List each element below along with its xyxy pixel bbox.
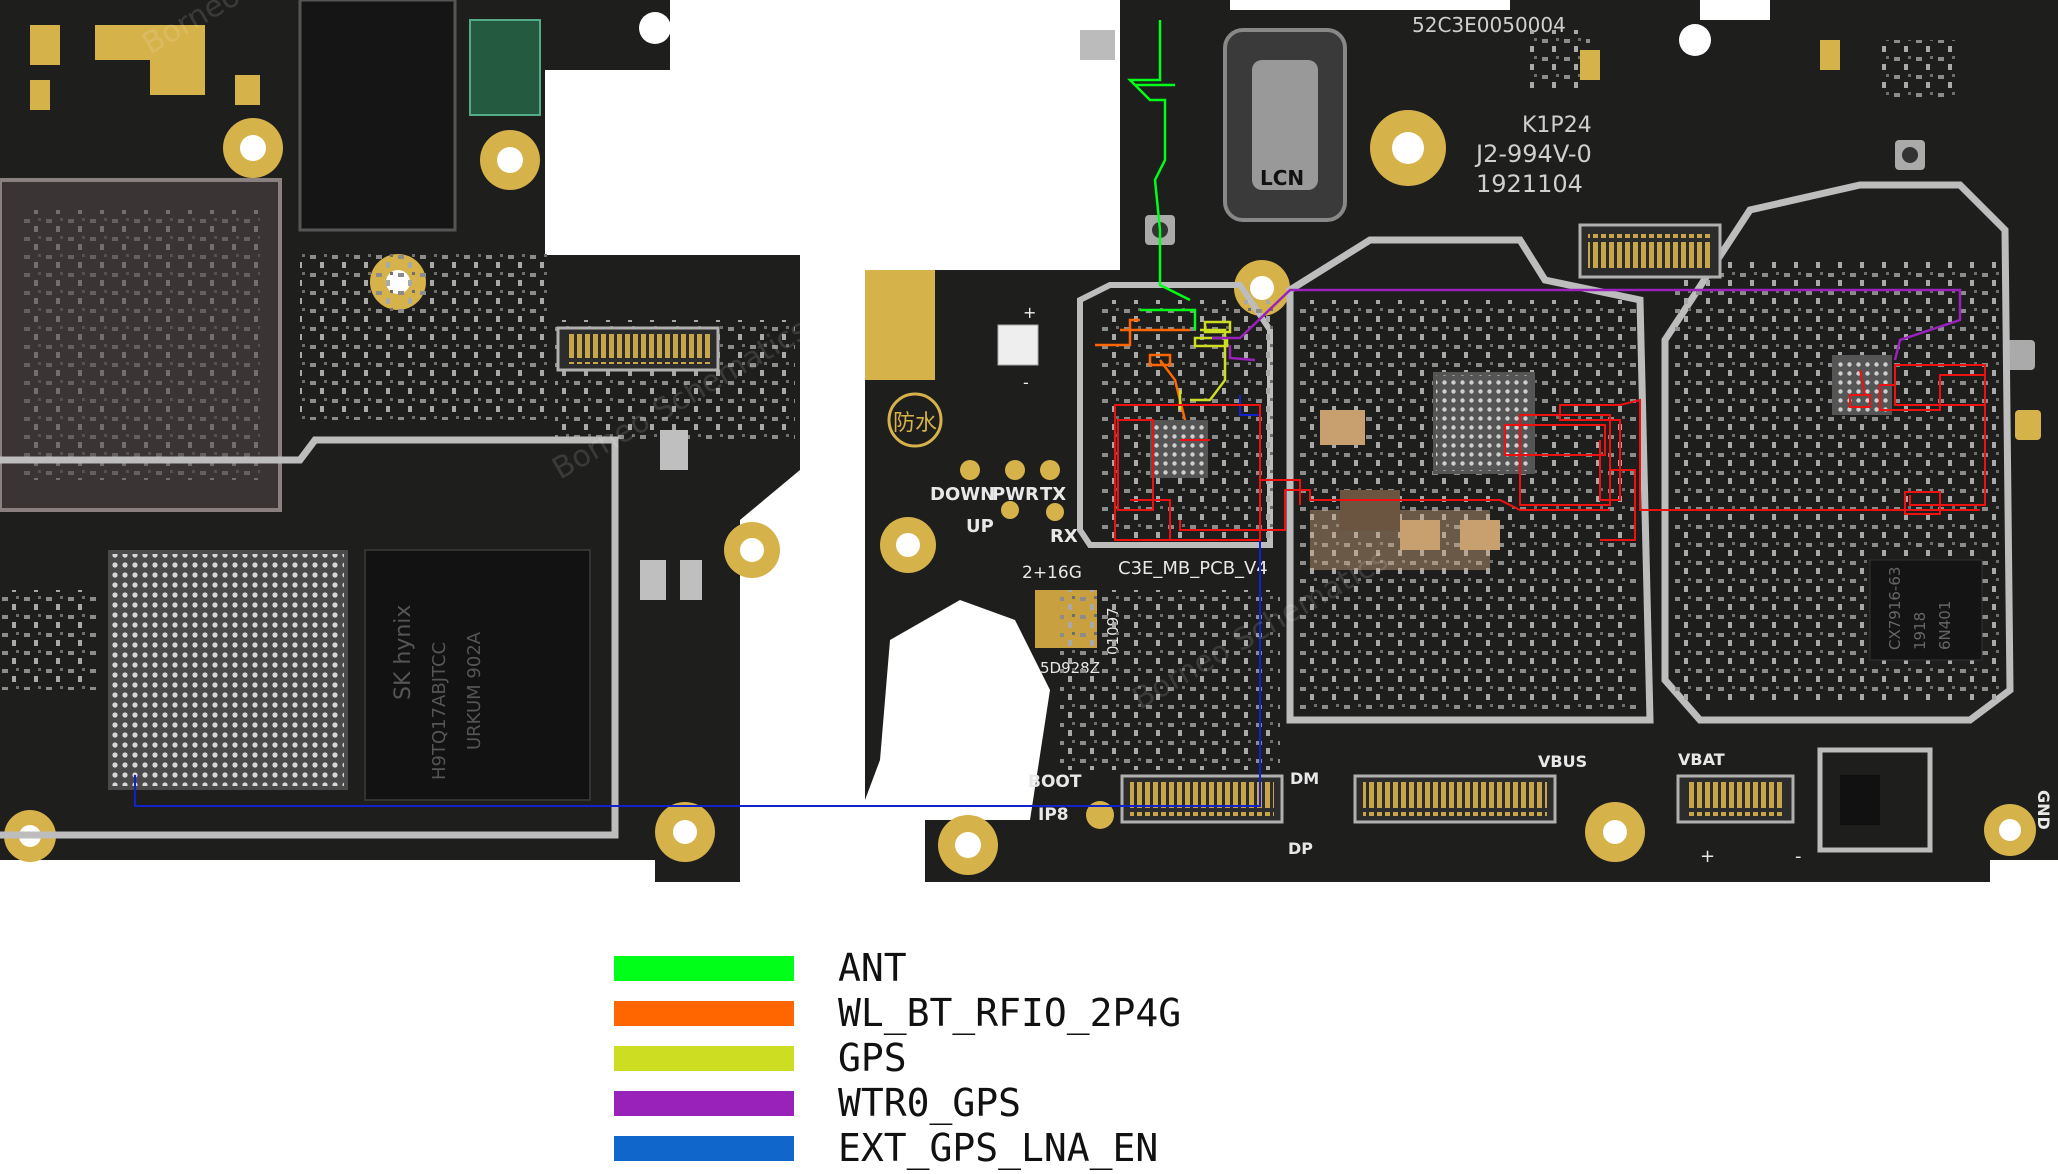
sensor-component <box>469 19 541 116</box>
label-memory: 2+16G <box>1022 563 1082 583</box>
mem-chip-line2: URKUM 902A <box>464 631 485 750</box>
label-vbat: VBAT <box>1678 750 1725 769</box>
pmic-chip <box>1869 559 1983 661</box>
legend-label-gps: GPS <box>838 1036 907 1080</box>
legend-swatch-gps <box>614 1046 794 1071</box>
label-vbat-plus: + <box>1700 846 1715 867</box>
legend-label-ext-gps-lna-en: EXT_GPS_LNA_EN <box>838 1126 1159 1170</box>
label-gnd: GND <box>2034 790 2053 830</box>
label-rx: RX <box>1050 526 1078 547</box>
waterproof-mark: 防水 <box>893 411 937 436</box>
left-board: SK hynix H9TQ17ABJTCC URKUM 902A <box>0 0 800 882</box>
pcb-diagram: SK hynix H9TQ17ABJTCC URKUM 902A + - 防水 <box>0 0 2058 882</box>
trace-red-nets <box>1114 364 1986 541</box>
gold-area <box>865 270 935 380</box>
label-down: DOWN <box>930 484 995 505</box>
mem-chip-line1: H9TQ17ABJTCC <box>429 642 450 780</box>
trace-ant <box>1126 20 1197 330</box>
legend-label-wtr0-gps: WTR0_GPS <box>838 1081 1022 1125</box>
label-vbat-minus: - <box>1795 846 1802 867</box>
legend-swatch-ext-gps-lna-en <box>614 1136 794 1161</box>
label-part-code: K1P24 <box>1522 113 1592 138</box>
flash-led <box>997 324 1039 366</box>
trace-gps <box>1178 320 1232 410</box>
label-pcb-name: C3E_MB_PCB_V4 <box>1118 558 1268 579</box>
legend-swatch-wtr0-gps <box>614 1091 794 1116</box>
pmic-line2: 1918 <box>1911 612 1929 650</box>
label-part-number: J2-994V-0 <box>1474 140 1592 168</box>
trace-wl-bt-rfio <box>1095 318 1190 421</box>
legend-label-ant: ANT <box>838 946 907 990</box>
label-dp: DP <box>1288 839 1313 858</box>
right-board: + - 防水 DOWN PWR TX UP RX 2+16G C3E_MB_PC… <box>865 0 2058 882</box>
emmc-chip <box>364 549 591 801</box>
label-pwr: PWR <box>992 484 1039 505</box>
legend-swatch-ant <box>614 956 794 981</box>
pmic-line1: CX7916-63 <box>1886 567 1904 650</box>
label-boot: BOOT <box>1028 772 1082 792</box>
headphone-jack <box>298 0 457 232</box>
legend-swatch-wl-bt-rfio <box>614 1001 794 1026</box>
legend-label-wl-bt-rfio: WL_BT_RFIO_2P4G <box>838 991 1182 1035</box>
mem-chip-brand: SK hynix <box>391 605 416 700</box>
trace-ext-gps-lna-en <box>134 395 1261 807</box>
label-date-code: 1921104 <box>1476 170 1583 198</box>
label-dm: DM <box>1290 769 1319 788</box>
shield-can-left <box>0 436 619 839</box>
motor-mark: LCN <box>1260 166 1304 190</box>
label-tx: TX <box>1040 484 1066 505</box>
label-ip8: IP8 <box>1038 805 1069 825</box>
flash-minus: - <box>1023 373 1029 392</box>
flash-plus: + <box>1023 303 1036 322</box>
pmic-line3: 6N401 <box>1936 601 1954 650</box>
label-vbus: VBUS <box>1538 752 1587 771</box>
label-up: UP <box>966 516 994 537</box>
trace-wtr0-gps <box>1212 288 1962 362</box>
